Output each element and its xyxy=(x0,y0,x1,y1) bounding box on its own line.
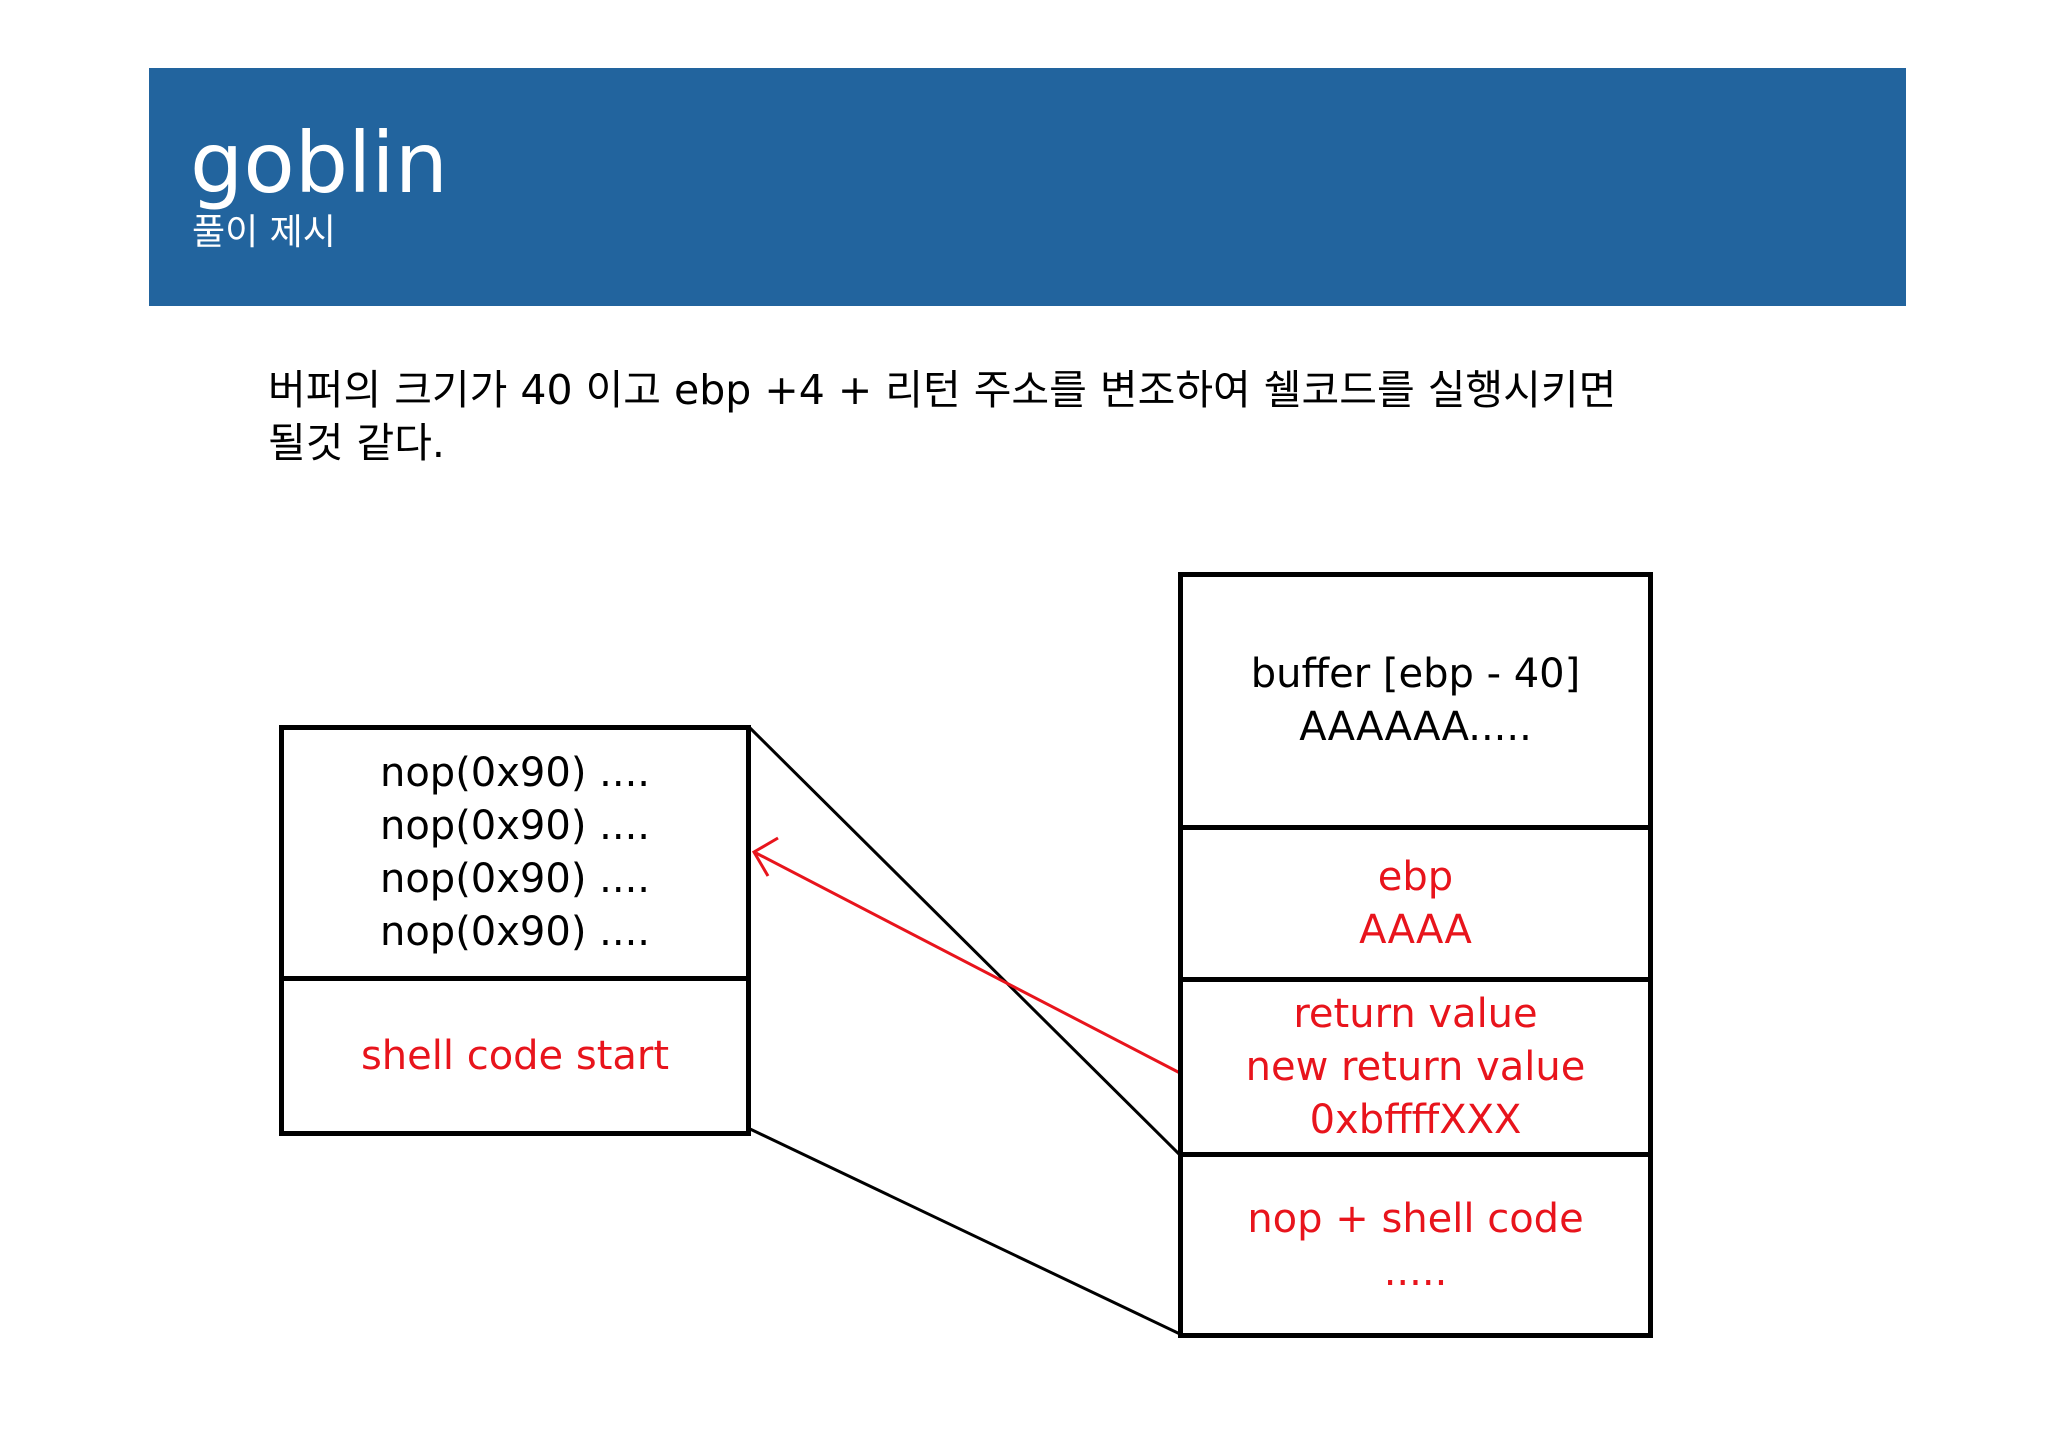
zoom-line-bottom xyxy=(747,1126,1181,1336)
description-text: 버퍼의 크기가 40 이고 ebp +4 + 리턴 주소를 변조하여 쉘코드를 … xyxy=(268,364,1768,470)
nop-line: nop(0x90) .... xyxy=(379,750,651,796)
buffer-label: buffer [ebp - 40] xyxy=(1250,651,1581,697)
shellcode-cell: nop + shell code ..... xyxy=(1183,1157,1648,1333)
buffer-fill: AAAAAA..... xyxy=(1299,704,1532,750)
return-address: 0xbffffXXX xyxy=(1309,1096,1522,1143)
return-arrow-head xyxy=(751,836,779,877)
shellcode-start-label: shell code start xyxy=(360,1032,670,1079)
return-cell: return value new return value 0xbffffXXX xyxy=(1183,982,1648,1152)
nop-line: nop(0x90) .... xyxy=(379,909,651,955)
ebp-cell: ebp AAAA xyxy=(1183,830,1648,977)
stack-divider-3 xyxy=(1178,1152,1653,1157)
shellcode-ellipsis: ..... xyxy=(1383,1249,1448,1295)
nop-line: nop(0x90) .... xyxy=(379,803,651,849)
ebp-label: ebp xyxy=(1377,853,1454,900)
shellcode-start-cell: shell code start xyxy=(284,981,746,1131)
nop-sled-divider xyxy=(279,976,751,981)
buffer-cell: buffer [ebp - 40] AAAAAA..... xyxy=(1183,577,1648,825)
nop-lines: nop(0x90) .... nop(0x90) .... nop(0x90) … xyxy=(284,730,746,976)
nop-sled-box xyxy=(279,725,751,1136)
stack-divider-1 xyxy=(1178,825,1653,830)
description-line-1: 버퍼의 크기가 40 이고 ebp +4 + 리턴 주소를 변조하여 쉘코드를 … xyxy=(268,366,1617,414)
new-return-label: new return value xyxy=(1245,1043,1586,1090)
shellcode-label: nop + shell code xyxy=(1247,1196,1584,1242)
stack-divider-2 xyxy=(1178,977,1653,982)
slide-subtitle: 풀이 제시 xyxy=(192,212,336,253)
zoom-line-top xyxy=(746,724,1182,1157)
slide-title: goblin xyxy=(190,114,448,212)
stack-box xyxy=(1178,572,1653,1338)
return-arrow-line xyxy=(755,851,1181,1075)
description-line-2: 될것 같다. xyxy=(268,419,445,467)
nop-line: nop(0x90) .... xyxy=(379,856,651,902)
ebp-fill: AAAA xyxy=(1359,906,1472,953)
return-label: return value xyxy=(1293,990,1538,1037)
title-banner: goblin 풀이 제시 xyxy=(149,68,1906,306)
